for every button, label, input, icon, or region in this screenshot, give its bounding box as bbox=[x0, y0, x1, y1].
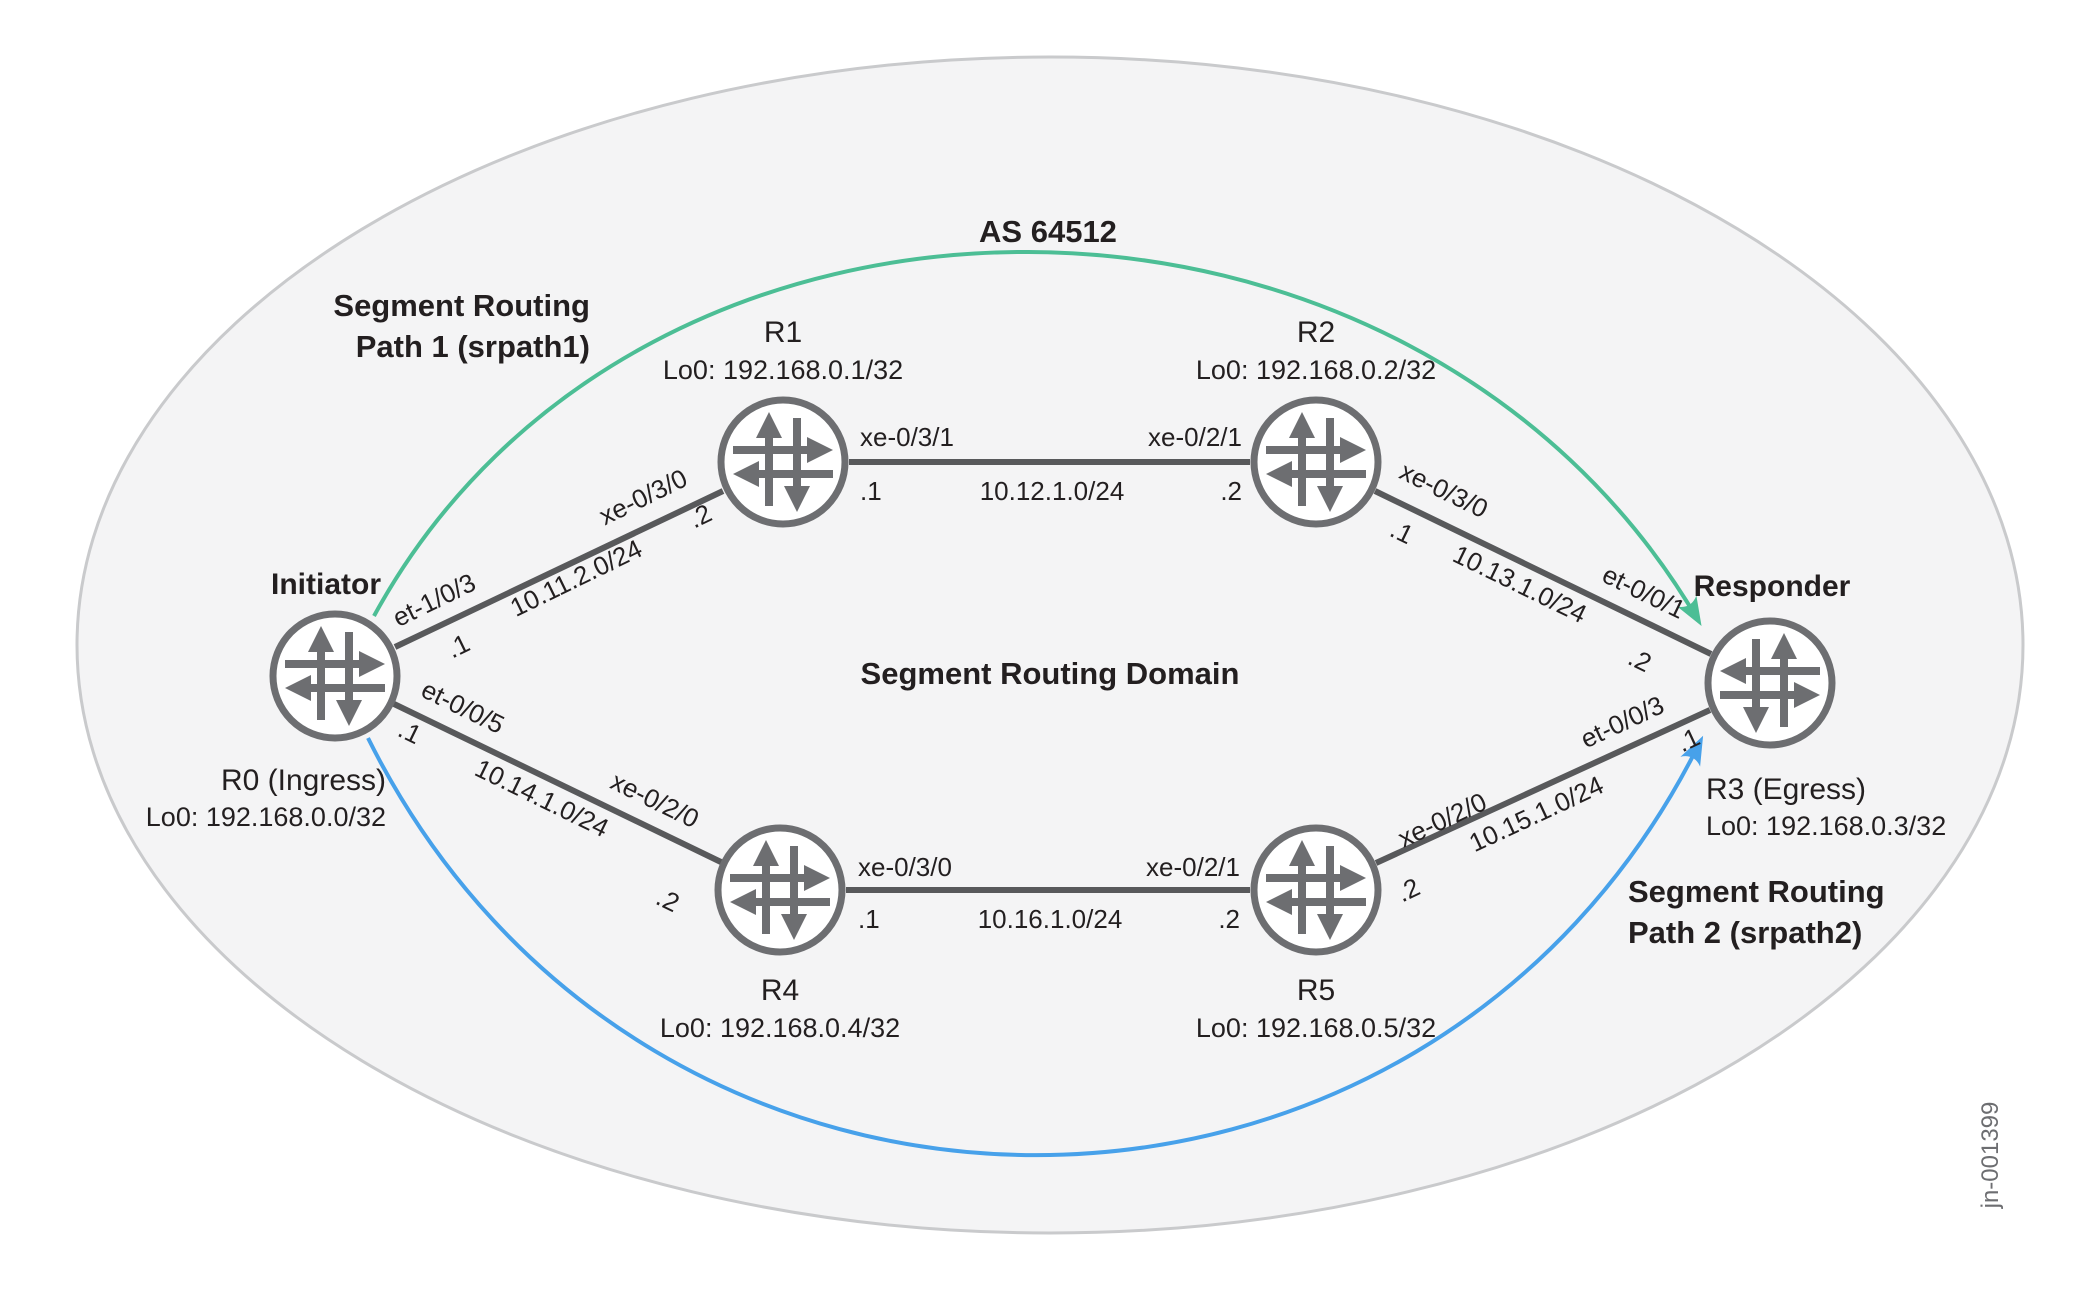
router-r5-loopback-label: Lo0: 192.168.0.5/32 bbox=[1196, 1013, 1436, 1043]
router-r4 bbox=[718, 828, 842, 952]
link-r1-r2-subnet-label: 10.12.1.0/24 bbox=[980, 476, 1125, 506]
link-r0-r1 bbox=[393, 488, 725, 650]
sr-path2-label-line2: Path 2 (srpath2) bbox=[1628, 915, 1862, 950]
router-r3-name-label: R3 (Egress) bbox=[1706, 773, 1866, 806]
link-r1-r2-address-a-label: .1 bbox=[860, 476, 882, 506]
router-r4-loopback-label: Lo0: 192.168.0.4/32 bbox=[660, 1013, 900, 1043]
router-r5 bbox=[1254, 828, 1378, 952]
router-r4-name-label: R4 bbox=[761, 974, 799, 1007]
figure-id-label: jn-001399 bbox=[1977, 1102, 2004, 1210]
link-r1-r2-interface-b-label: xe-0/2/1 bbox=[1148, 422, 1242, 452]
router-r2-name-label: R2 bbox=[1297, 316, 1335, 349]
domain-label: Segment Routing Domain bbox=[861, 656, 1240, 691]
link-r2-r3 bbox=[1373, 488, 1713, 657]
sr-path1-curve bbox=[372, 250, 1702, 627]
router-r1-name-label: R1 bbox=[764, 316, 802, 349]
sr-path1-label-line2: Path 1 (srpath1) bbox=[356, 329, 590, 364]
router-r5-name-label: R5 bbox=[1297, 974, 1335, 1007]
router-r3-role-label: Responder bbox=[1694, 570, 1851, 603]
router-r0-loopback-label: Lo0: 192.168.0.0/32 bbox=[146, 802, 386, 832]
link-r4-r5-address-b-label: .2 bbox=[1218, 904, 1240, 934]
link-r4-r5-interface-b-label: xe-0/2/1 bbox=[1146, 852, 1240, 882]
router-icon bbox=[273, 614, 397, 738]
router-icon bbox=[1254, 400, 1378, 524]
link-r1-r2-address-b-label: .2 bbox=[1220, 476, 1242, 506]
sr-path1-label-line1: Segment Routing bbox=[333, 288, 590, 323]
sr-path2-curve bbox=[366, 735, 1704, 1157]
sr-path2-label-line1: Segment Routing bbox=[1628, 874, 1885, 909]
link-r5-r3 bbox=[1374, 707, 1712, 866]
as-label: AS 64512 bbox=[979, 214, 1117, 249]
router-icon bbox=[718, 828, 842, 952]
link-r4-r5-address-a-label: .1 bbox=[858, 904, 880, 934]
router-r2 bbox=[1254, 400, 1378, 524]
link-r0-r4 bbox=[390, 700, 725, 866]
router-icon bbox=[1254, 828, 1378, 952]
link-r1-r2-interface-a-label: xe-0/3/1 bbox=[860, 422, 954, 452]
router-r1-loopback-label: Lo0: 192.168.0.1/32 bbox=[663, 355, 903, 385]
router-icon bbox=[721, 400, 845, 524]
router-r3 bbox=[1708, 621, 1832, 745]
link-r4-r5-subnet-label: 10.16.1.0/24 bbox=[978, 904, 1123, 934]
router-r3-loopback-label: Lo0: 192.168.0.3/32 bbox=[1706, 811, 1946, 841]
link-r4-r5-interface-a-label: xe-0/3/0 bbox=[858, 852, 952, 882]
router-r0-role-label: Initiator bbox=[271, 568, 381, 601]
router-r0 bbox=[273, 614, 397, 738]
router-r1 bbox=[721, 400, 845, 524]
router-icon bbox=[1708, 621, 1832, 745]
as-boundary-ellipse bbox=[75, 55, 2025, 1235]
router-r0-name-label: R0 (Ingress) bbox=[221, 764, 386, 797]
router-r2-loopback-label: Lo0: 192.168.0.2/32 bbox=[1196, 355, 1436, 385]
